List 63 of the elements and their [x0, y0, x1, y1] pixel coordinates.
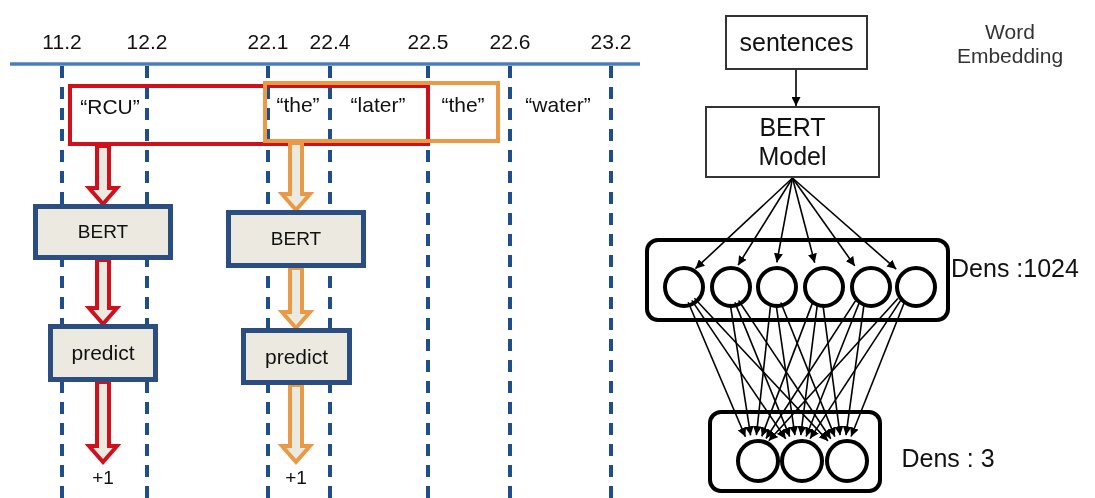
arrow: [693, 297, 829, 442]
word-label: “the”: [441, 93, 485, 117]
section-label: Word Embedding: [955, 20, 1065, 68]
neuron-circle: [736, 439, 780, 483]
highlight-frame: [263, 81, 500, 143]
arrow: [775, 303, 799, 436]
neuron-circle: [710, 266, 752, 308]
tick-label: 22.5: [407, 30, 449, 54]
tick-label: 22.4: [309, 30, 351, 54]
arrow: [768, 297, 899, 442]
layer-label: Dens :1024: [951, 253, 1079, 283]
word-label: “later”: [350, 93, 406, 117]
tick-label: 11.2: [42, 30, 82, 54]
arrow: [694, 177, 794, 270]
process-box: predict: [48, 324, 158, 382]
arrow: [734, 301, 791, 438]
arrow: [765, 299, 857, 440]
word-label: “water”: [525, 93, 591, 117]
layer-label: Dens : 3: [901, 443, 995, 473]
neuron-circle: [825, 439, 869, 483]
neuron-circle: [663, 266, 705, 308]
neuron-circle: [803, 266, 845, 308]
score-text: +1: [83, 462, 123, 494]
block-arrow: [277, 383, 315, 466]
arrow: [760, 301, 814, 438]
arrow: [729, 303, 754, 437]
highlight-frame: [68, 84, 430, 146]
arrow: [809, 299, 902, 440]
arrow: [850, 301, 906, 438]
neuron-circle: [780, 439, 824, 483]
process-box: predict: [241, 328, 352, 385]
process-box: BERT: [33, 204, 173, 260]
arrow: [774, 177, 794, 264]
process-box: sentences: [725, 15, 868, 70]
layer-box: [708, 410, 882, 493]
arrow: [791, 177, 817, 264]
arrow: [797, 303, 819, 436]
layer-box: [645, 238, 950, 322]
word-label: “RCU”: [80, 95, 140, 119]
arrow: [691, 299, 787, 440]
neuron-circle: [850, 266, 892, 308]
word-label: “the”: [276, 93, 320, 117]
tick-label: 23.2: [590, 30, 632, 54]
process-box: BERT Model: [705, 106, 880, 178]
arrow: [791, 69, 801, 107]
arrow: [737, 299, 832, 440]
process-box: BERT: [226, 210, 366, 268]
arrow: [780, 301, 836, 438]
arrow: [687, 301, 747, 438]
arrow: [752, 303, 772, 436]
arrow: [791, 177, 897, 270]
arrow: [791, 177, 856, 267]
arrow: [842, 303, 865, 436]
score-text: +1: [276, 462, 316, 494]
block-arrow: [84, 380, 122, 466]
tick-label: 22.6: [489, 30, 531, 54]
arrow: [822, 303, 844, 436]
tick-label: 22.1: [247, 30, 289, 54]
neuron-circle: [756, 266, 798, 308]
tick-label: 12.2: [126, 30, 168, 54]
arrow: [805, 301, 861, 438]
arrow: [737, 177, 794, 266]
neuron-circle: [895, 266, 937, 308]
